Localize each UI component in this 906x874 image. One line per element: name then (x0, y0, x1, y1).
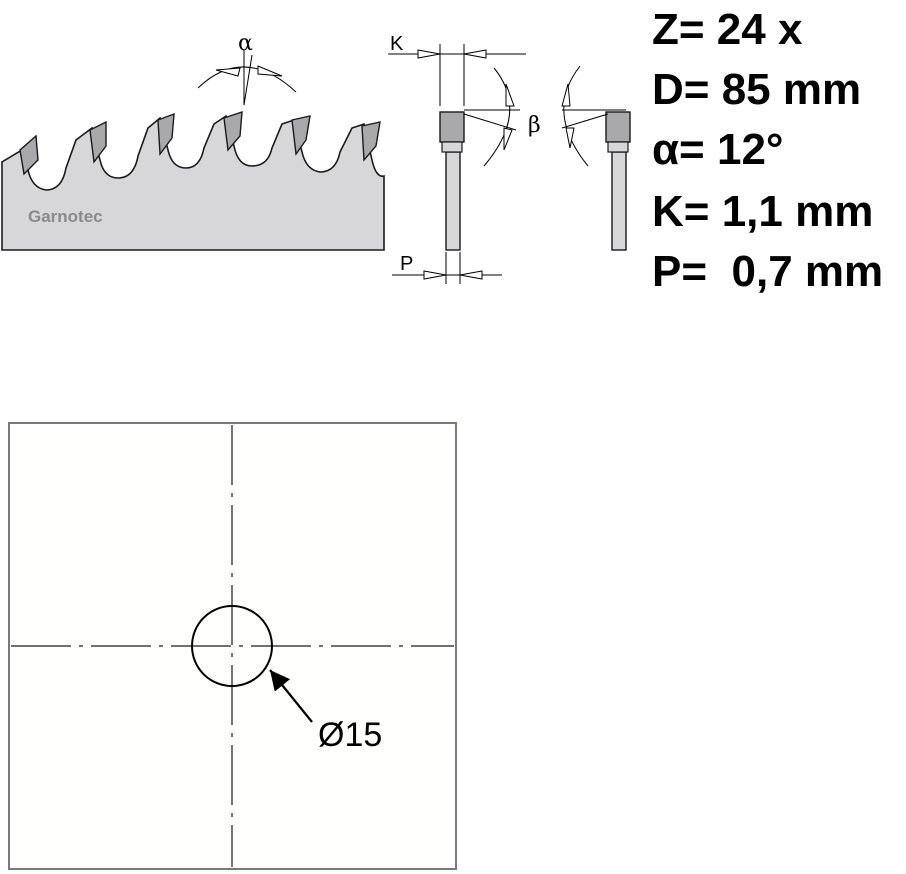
spec-diameter: D= 85 mm (652, 65, 862, 114)
spec-plate: P= 0,7 mm (652, 247, 884, 296)
spec-kerf: K= 1,1 mm (652, 187, 874, 236)
alpha-symbol: α (238, 31, 253, 56)
tooth-cross-section-right (561, 65, 631, 251)
spec-hook-angle: α= 12° (652, 125, 784, 174)
diameter-label: Ø15 (318, 716, 382, 754)
center-lines (11, 425, 454, 867)
spec-teeth: Z= 24 x (652, 5, 803, 54)
blade-body (1, 114, 385, 251)
bore-circle (191, 605, 273, 687)
k-label: K (390, 33, 404, 55)
p-label: P (400, 253, 413, 275)
bore-drawing: Ø15 (8, 422, 457, 870)
tooth-cross-section-left: K P (388, 33, 526, 284)
diameter-leader (269, 669, 313, 723)
brand-label: Garnotec (28, 207, 103, 226)
saw-blade-profile: Garnotec α (1, 31, 385, 251)
tooth-tips (19, 111, 381, 176)
alpha-angle-indicator: α (197, 31, 297, 106)
beta-symbol: β (528, 113, 541, 138)
